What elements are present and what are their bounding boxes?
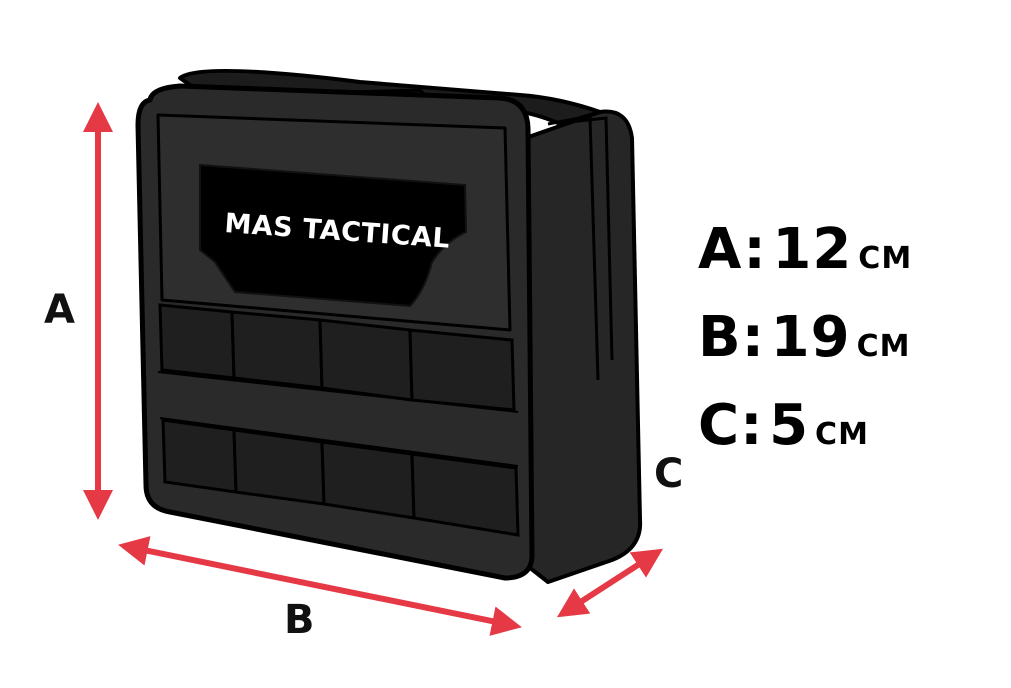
- pouch-side-panel: [518, 109, 643, 584]
- spec-value: 19: [770, 305, 851, 370]
- spec-unit: CM: [815, 417, 869, 452]
- molle-webbing-row-1: [158, 303, 516, 412]
- spec-value: 12: [772, 217, 853, 282]
- spec-key: A:: [698, 217, 767, 282]
- spec-unit: CM: [858, 241, 913, 276]
- brand-patch: [199, 163, 468, 308]
- arrow-c-depth: [556, 548, 664, 618]
- pouch-side-zipper-lines: [547, 114, 614, 381]
- spec-unit: CM: [856, 329, 911, 364]
- dimension-label-b: B: [284, 597, 315, 643]
- arrow-b-width: [118, 536, 522, 636]
- webbing-stitch-lines: [157, 371, 519, 467]
- spec-key: C:: [698, 393, 764, 458]
- dimension-label-a: A: [44, 287, 75, 333]
- spec-value: 5: [769, 393, 810, 458]
- dimension-label-c: C: [654, 451, 684, 497]
- molle-webbing-row-2: [161, 418, 520, 537]
- spec-key: B:: [698, 305, 766, 370]
